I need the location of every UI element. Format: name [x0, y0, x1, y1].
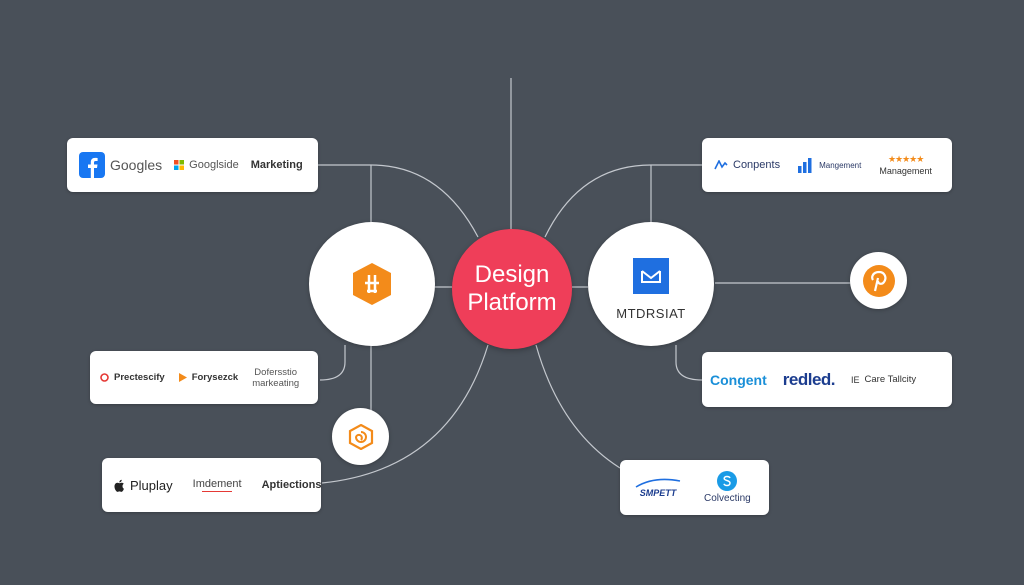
pinterest-node[interactable]	[850, 252, 907, 309]
bottom-right-card[interactable]: SMPETT Colvecting	[620, 460, 769, 515]
logo-text: Care Tallcity	[864, 374, 917, 385]
design-platform-node[interactable]: Design Platform	[452, 229, 572, 349]
center-line-1: Design	[474, 261, 550, 288]
logo-item[interactable]: ★★★★★ Management	[879, 154, 932, 176]
right-hub-node[interactable]: MTDRSIAT	[588, 222, 714, 346]
logo-item[interactable]: Googles	[79, 152, 162, 178]
top-left-card[interactable]: Googles Googlside Marketing	[67, 138, 318, 192]
bar-chart-icon	[798, 158, 812, 173]
logo-text: Dofersstio	[254, 366, 298, 378]
play-arrow-icon	[178, 373, 187, 382]
orange-hexagon-icon	[353, 263, 391, 305]
logo-item[interactable]: Mangement	[798, 157, 861, 173]
top-right-card[interactable]: Conpents Mangement ★★★★★ Management	[702, 138, 952, 192]
mid-left-card[interactable]: Prectescify Forysezck Dofersstio markeat…	[90, 351, 318, 404]
microsoft-icon	[174, 160, 185, 170]
logo-item[interactable]: Googlside	[174, 159, 239, 171]
mid-right-card[interactable]: Congent redled. IE Care Tallcity	[702, 352, 952, 407]
logo-item[interactable]: Prectescify	[100, 372, 165, 383]
apple-icon	[114, 479, 124, 492]
logo-text: Mangement	[819, 160, 862, 170]
logo-item[interactable]: SMPETT	[634, 478, 682, 498]
logo-text: SMPETT	[639, 487, 677, 498]
logo-text: markeating	[252, 377, 300, 389]
stars-icon: ★★★★★	[887, 154, 924, 164]
logo-text: Forysezck	[191, 372, 239, 383]
logo-text: Googles	[110, 157, 163, 173]
logo-text: Conpents	[733, 159, 781, 171]
logo-text: Imdement	[192, 477, 242, 490]
logo-item[interactable]: Forysezck	[178, 372, 239, 383]
logo-text: redled.	[782, 369, 836, 389]
logo-item[interactable]: Pluplay	[114, 478, 173, 493]
pinterest-icon	[862, 264, 895, 297]
center-line-2: Platform	[467, 289, 557, 316]
logo-item[interactable]: IE Care Tallcity	[851, 374, 916, 385]
red-circle-icon	[100, 373, 109, 382]
orange-spiral-icon	[348, 423, 373, 450]
logo-text: Marketing	[250, 159, 303, 171]
logo-item[interactable]: redled.	[782, 369, 836, 390]
logo-text: Googlside	[189, 159, 239, 171]
logo-item[interactable]: Aptiections	[262, 479, 322, 491]
logo-text: Management	[879, 166, 932, 176]
facebook-icon	[79, 152, 105, 178]
logo-item[interactable]: Colvecting	[704, 471, 751, 504]
spiral-node[interactable]	[332, 408, 389, 465]
ie-icon: IE	[851, 374, 860, 385]
bottom-left-card[interactable]: Pluplay Imdement Aptiections	[102, 458, 321, 512]
logo-text: Colvecting	[704, 493, 751, 504]
right-hub-label: MTDRSIAT	[616, 305, 686, 321]
logo-item[interactable]: Marketing	[251, 159, 303, 171]
red-underline	[202, 490, 233, 493]
logo-text: Aptiections	[261, 479, 322, 491]
left-hub-node[interactable]	[309, 222, 435, 346]
logo-text: Pluplay	[130, 477, 173, 493]
logo-item[interactable]: Conpents	[714, 159, 780, 171]
logo-text: Congent	[710, 371, 767, 388]
logo-item[interactable]: Congent	[710, 372, 767, 388]
logo-text: Prectescify	[114, 372, 165, 383]
swoosh-icon	[635, 478, 681, 488]
wave-icon	[714, 160, 728, 170]
skype-icon	[717, 471, 738, 491]
logo-item[interactable]: Dofersstio markeating	[252, 367, 299, 389]
blue-mail-icon	[633, 257, 669, 294]
logo-item[interactable]: Imdement	[193, 478, 242, 493]
